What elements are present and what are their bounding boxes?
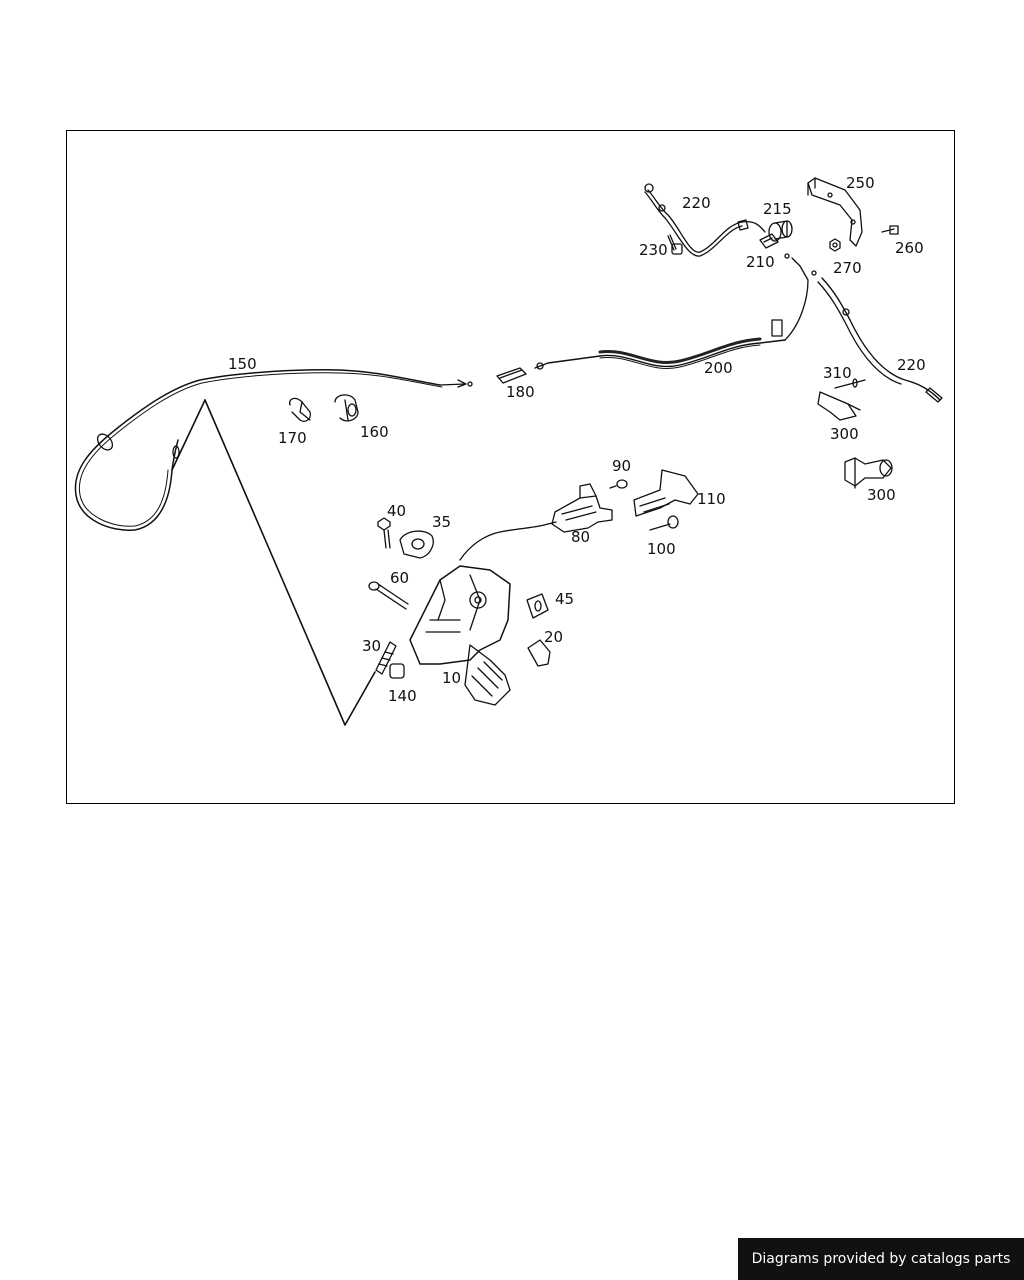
cover-20[interactable] xyxy=(527,639,551,667)
label-part-310: 310 xyxy=(823,364,852,382)
screw-100[interactable] xyxy=(649,515,679,531)
label-part-80: 80 xyxy=(571,528,591,546)
label-part-40: 40 xyxy=(387,502,407,520)
spring-30[interactable] xyxy=(375,641,397,675)
label-part-45: 45 xyxy=(555,590,575,608)
label-part-30: 30 xyxy=(362,637,382,655)
label-part-170: 170 xyxy=(278,429,307,447)
buffer-45[interactable] xyxy=(526,593,549,619)
label-part-100: 100 xyxy=(647,540,676,558)
bolt-260[interactable] xyxy=(881,225,899,235)
label-part-10: 10 xyxy=(442,669,462,687)
bolt-60[interactable] xyxy=(368,581,409,610)
label-part-260: 260 xyxy=(895,239,924,257)
bracket-110[interactable] xyxy=(633,469,699,517)
credit-footer: Diagrams provided by catalogs parts xyxy=(738,1238,1024,1280)
bolt-230[interactable] xyxy=(667,234,683,255)
label-part-160: 160 xyxy=(360,423,389,441)
bolt-310[interactable] xyxy=(834,378,866,389)
cable-220-right[interactable] xyxy=(811,270,943,403)
label-part-220-right: 220 xyxy=(897,356,926,374)
label-part-90: 90 xyxy=(612,457,632,475)
cable-220-left[interactable] xyxy=(644,183,766,257)
bracket-300-lower[interactable] xyxy=(844,457,893,489)
label-part-20: 20 xyxy=(544,628,564,646)
clip-170[interactable] xyxy=(289,397,312,422)
label-part-140: 140 xyxy=(388,687,417,705)
label-part-215: 215 xyxy=(763,200,792,218)
cable-150[interactable] xyxy=(74,369,473,531)
label-part-300-lower: 300 xyxy=(867,486,896,504)
bushing-215[interactable] xyxy=(768,220,793,242)
cover-35[interactable] xyxy=(399,530,434,559)
connector-180[interactable] xyxy=(496,367,527,384)
label-part-180: 180 xyxy=(506,383,535,401)
pedal-cable[interactable] xyxy=(459,521,557,561)
screw-90[interactable] xyxy=(609,479,628,489)
cable-200[interactable] xyxy=(534,253,809,370)
nut-270[interactable] xyxy=(829,238,841,252)
bolt-40[interactable] xyxy=(377,517,391,549)
parking-brake-pedal-10[interactable] xyxy=(409,565,511,706)
sleeve-140[interactable] xyxy=(389,663,405,679)
label-part-220-left: 220 xyxy=(682,194,711,212)
bracket-80[interactable] xyxy=(551,483,613,533)
label-part-200: 200 xyxy=(704,359,733,377)
label-part-60: 60 xyxy=(390,569,410,587)
label-part-300-upper: 300 xyxy=(830,425,859,443)
label-part-110: 110 xyxy=(697,490,726,508)
bracket-250[interactable] xyxy=(807,177,863,247)
label-part-230: 230 xyxy=(639,241,668,259)
pointer-line xyxy=(171,399,376,726)
label-part-35: 35 xyxy=(432,513,452,531)
label-part-270: 270 xyxy=(833,259,862,277)
diagram-frame xyxy=(66,130,955,804)
credit-text: Diagrams provided by catalogs parts xyxy=(751,1251,1011,1267)
clip-160[interactable] xyxy=(334,394,359,422)
label-part-250: 250 xyxy=(846,174,875,192)
bracket-300-upper[interactable] xyxy=(817,391,861,421)
label-part-150: 150 xyxy=(228,355,257,373)
label-part-210: 210 xyxy=(746,253,775,271)
